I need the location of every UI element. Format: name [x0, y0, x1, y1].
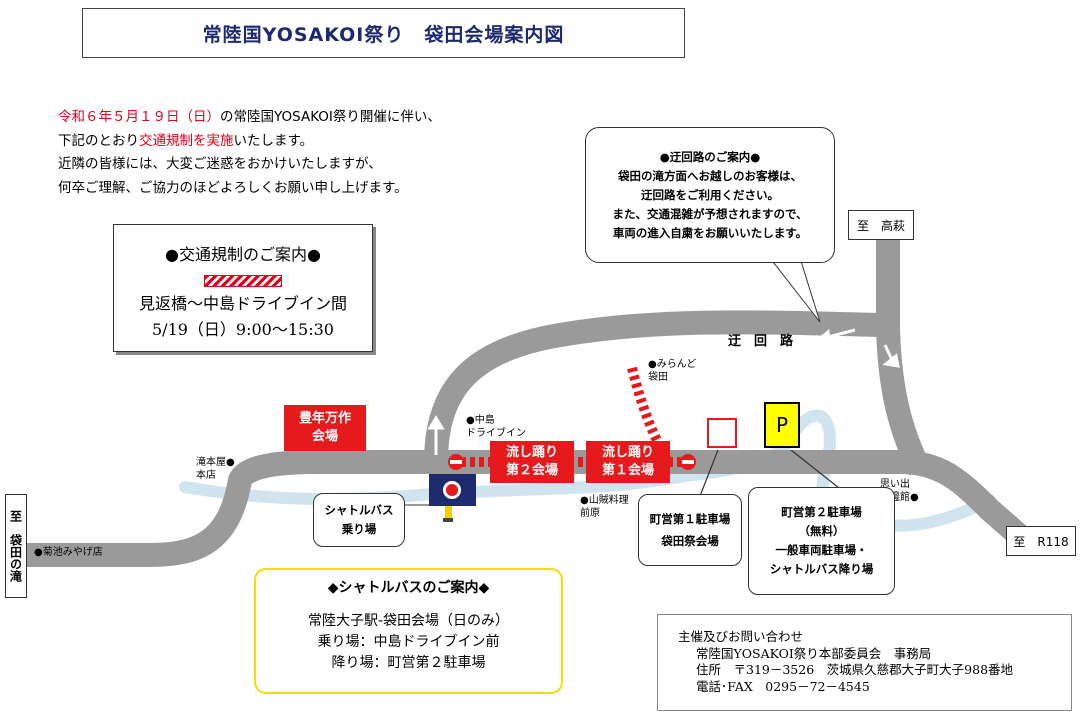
- detour-road-label: 迂 回 路: [728, 334, 794, 349]
- contact-org: 常陸国YOSAKOI祭り本部委員会 事務局: [696, 645, 932, 661]
- traffic-info-box: ●交通規制のご案内● 見返橋～中島ドライブイン間 5/19（日）9:00～15:…: [113, 224, 373, 352]
- parking-2-fee: （無料）: [798, 524, 845, 538]
- detour-line: 迂回路をご利用ください。: [641, 187, 779, 202]
- intro-line2a: 下記のとおり: [58, 132, 139, 149]
- shuttle-info-box: ◆シャトルバスのご案内◆ 常陸大子駅-袋田会場（日のみ） 乗り場：中島ドライブイ…: [254, 568, 563, 694]
- intro-text: 令和６年５月１９日（日）の常陸国YOSAKOI祭り開催に伴い、 下記のとおり交通…: [58, 106, 441, 200]
- to-falls-plate: 至 袋田の滝: [5, 494, 27, 598]
- parking-2-name: 町営第２駐車場: [781, 505, 862, 519]
- shuttle-alighting: 降り場：町営第２駐車場: [331, 655, 486, 671]
- parking-2-callout: 町営第２駐車場 （無料） 一般車両駐車場・ シャトルバス降り場: [748, 487, 895, 595]
- intro-line2b: いたします。: [233, 132, 314, 149]
- intro-line3: 近隣の皆様には、大変ご迷惑をおかけいたしますが、: [58, 156, 382, 172]
- parking-2-use2: シャトルバス降り場: [769, 562, 874, 576]
- parking-line: [790, 450, 840, 488]
- landmark-miran: ●みらんど 袋田: [648, 359, 697, 383]
- to-falls-label: 至 袋田の滝: [8, 510, 23, 582]
- intro-line4: 何卒ご理解、ご協力のほどよろしくお願い申し上げます。: [58, 179, 408, 196]
- landmark-kikuchi: ●菊池みやげ店: [34, 547, 103, 558]
- detour-heading: ●迂回路のご案内●: [659, 149, 761, 164]
- contact-heading: 主催及びお問い合わせ: [678, 629, 804, 644]
- arrow-icons: [427, 328, 900, 455]
- shuttle-heading: ◆シャトルバスのご案内◆: [327, 580, 490, 596]
- traffic-info-heading: ●交通規制のご案内●: [165, 245, 321, 264]
- contact-address: 住所 〒319－3526 茨城県久慈郡大子町大子988番地: [696, 662, 1014, 677]
- to-r118-plate: 至 R118: [1006, 526, 1076, 556]
- detour-line: 車両の進入自粛をお願いいたします。: [612, 225, 808, 240]
- event-date: 令和６年５月１９日（日）: [58, 109, 220, 125]
- detour-road: [424, 310, 881, 463]
- north-road: [876, 240, 931, 476]
- venue-honen-manzaku: 豊年万作 会場: [284, 405, 366, 451]
- landmark-nakajima: ●中島 ドライブイン: [466, 415, 526, 439]
- main-road: [27, 450, 1038, 567]
- landmark-omoide: 思い出 没邊館●: [880, 479, 919, 503]
- parking-2-use1: 一般車両駐車場・: [775, 543, 868, 557]
- to-r118-label: 至 R118: [1013, 534, 1069, 549]
- parking-1-marker: [707, 418, 737, 448]
- restriction-legend: [204, 275, 282, 287]
- parking-1-name: 町営第１駐車場: [649, 512, 731, 526]
- venue-nagashi-2: 流し踊り 第２会場: [490, 441, 574, 483]
- contact-box: 主催及びお問い合わせ 常陸国YOSAKOI祭り本部委員会 事務局 住所 〒319…: [657, 614, 1072, 711]
- landmark-sanzoku: ●山賊料理 前原: [580, 495, 629, 519]
- detour-line: 袋田の滝方面へお越しのお客様は、: [618, 168, 802, 183]
- page-title-box: 常陸国YOSAKOI祭り 袋田会場案内図: [82, 8, 685, 58]
- detour-line: また、交通混雑が予想されますので、: [612, 206, 808, 221]
- detour-callout: ●迂回路のご案内● 袋田の滝方面へお越しのお客様は、 迂回路をご利用ください。 …: [585, 127, 835, 263]
- intro-restriction: 交通規制を実施: [139, 132, 234, 149]
- shuttle-boarding: 乗り場：中島ドライブイン前: [317, 634, 500, 650]
- page-title: 常陸国YOSAKOI祭り 袋田会場案内図: [202, 23, 565, 46]
- to-takahagi-label: 至 高萩: [856, 218, 905, 233]
- landmark-takimotoya: 滝本屋● 本店: [196, 457, 235, 481]
- intro-line1: の常陸国YOSAKOI祭り開催に伴い、: [220, 109, 441, 125]
- parking-1-callout: 町営第１駐車場 袋田祭会場: [638, 494, 742, 566]
- shuttle-route: 常陸大子駅-袋田会場（日のみ）: [307, 613, 510, 629]
- parking-2-marker: P: [764, 402, 800, 448]
- restriction-time: 5/19（日）9:00～15:30: [152, 320, 334, 339]
- to-takahagi-plate: 至 高萩: [848, 210, 914, 240]
- venue-nagashi-1: 流し踊り 第１会場: [586, 441, 670, 483]
- parking-symbol: P: [775, 413, 789, 437]
- contact-phone: 電話･FAX 0295－72－4545: [696, 678, 870, 694]
- shuttle-stop-callout: シャトルバス 乗り場: [313, 493, 405, 547]
- parking-1-venue: 袋田祭会場: [661, 534, 719, 548]
- restriction-section: 見返橋～中島ドライブイン間: [138, 294, 347, 313]
